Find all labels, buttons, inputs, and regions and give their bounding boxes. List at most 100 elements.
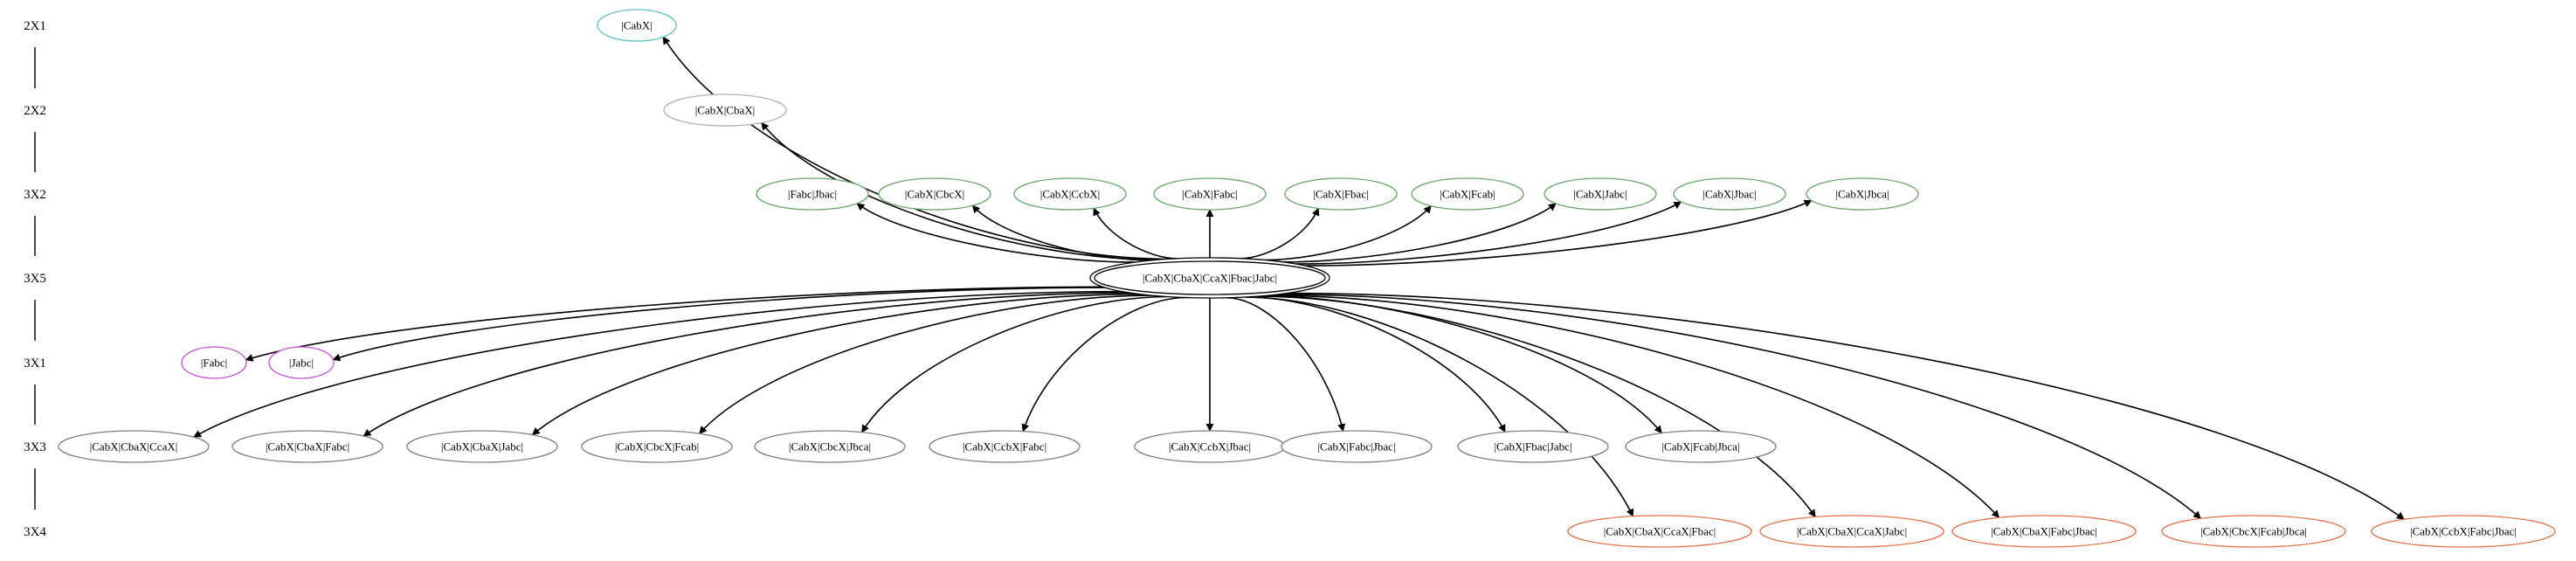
node-3x4[interactable]: |CabX|CbcX|Fcab|Jbca|: [2161, 515, 2346, 548]
node-label: |CabX|Fabc|: [1182, 188, 1237, 201]
node-ellipse: [754, 430, 906, 463]
node-ellipse: [2371, 515, 2556, 548]
node-label: |CabX|Jabc|: [1573, 188, 1626, 201]
node-ellipse: [1013, 177, 1127, 211]
rank-label: 3X4: [24, 525, 46, 539]
node-3x1[interactable]: |Fabc|: [181, 346, 247, 379]
node-ellipse: [1673, 177, 1786, 211]
node-3x3[interactable]: |CabX|CbaX|CcaX|: [58, 430, 210, 463]
node-3x3[interactable]: |CabX|CbcX|Fcab|: [581, 430, 733, 463]
edge-arrow: [1286, 292, 2405, 520]
node-3x3[interactable]: |CabX|CbaX|Fabc|: [231, 430, 383, 463]
edge-arrow: [971, 204, 1153, 261]
node-3x3[interactable]: |CabX|CcbX|Jbac|: [1134, 430, 1286, 463]
edge-arrow: [1226, 297, 1346, 433]
node-3x4[interactable]: |CabX|CbaX|Fabc|Jbac|: [1951, 515, 2137, 548]
node-3x2[interactable]: |CabX|CbcX|: [878, 177, 991, 211]
edge-arrow: [1240, 207, 1320, 260]
node-layer: |CabX| |CabX|CbaX| |Fabc|Jbac| |CabX|CbcX| |…: [58, 9, 2556, 548]
node-ellipse: [1759, 515, 1944, 548]
node-3x2[interactable]: |CabX|Fcab|: [1411, 177, 1524, 211]
edge-arrow: [1021, 296, 1186, 433]
node-label: |Jabc|: [289, 357, 314, 370]
node-ellipse: [597, 9, 677, 42]
node-label: |CabX|CbaX|CcaX|Jabc|: [1797, 525, 1907, 538]
node-3x2[interactable]: |CabX|Jbca|: [1806, 177, 1919, 211]
edge-arrow: [861, 295, 1168, 433]
node-ellipse: [1153, 177, 1267, 211]
node-ellipse: [1951, 515, 2137, 548]
node-3x4[interactable]: |CabX|CbaX|CcaX|Jabc|: [1759, 515, 1944, 548]
node-3x3[interactable]: |CabX|CcbX|Fabc|: [929, 430, 1081, 463]
node-3x2[interactable]: |CabX|Fbac|: [1284, 177, 1398, 211]
node-3x3[interactable]: |CabX|CbcX|Jbca|: [754, 430, 906, 463]
edge-arrow: [1283, 203, 1557, 263]
edge-arrow: [1304, 199, 1813, 267]
rank-label: 2X2: [24, 104, 46, 118]
node-ellipse: [1544, 177, 1657, 211]
node-3x2[interactable]: |CabX|Fabc|: [1153, 177, 1267, 211]
node-3x2[interactable]: |CabX|Jabc|: [1544, 177, 1657, 211]
edge-arrow: [1262, 294, 1662, 434]
node-ellipse: [1284, 177, 1398, 211]
edge-arrow: [1093, 207, 1178, 260]
node-label: |CabX|Fabc|Jbac|: [1317, 440, 1395, 454]
edge-arrow: [1277, 294, 2202, 519]
node-label: |CabX|Jbca|: [1835, 188, 1889, 201]
node-label: |CabX|Jbac|: [1702, 188, 1756, 201]
node-label: |CabX|CcbX|Fabc|Jbac|: [2410, 525, 2517, 538]
node-label: |CabX|CbaX|: [695, 104, 755, 117]
edge-arrow: [856, 203, 1136, 263]
rank-label: 3X2: [24, 188, 46, 202]
node-label: |CabX|CbcX|Fcab|: [615, 440, 699, 454]
node-ellipse: [181, 346, 247, 379]
node-3x2[interactable]: |Fabc|Jbac|: [756, 177, 869, 211]
node-3x3[interactable]: |CabX|Fbac|Jabc|: [1457, 430, 1609, 463]
node-label: |CabX|: [621, 19, 653, 32]
node-label: |CabX|CbaX|CcaX|Fbac|: [1604, 525, 1716, 538]
node-ellipse: [1281, 430, 1433, 463]
node-ellipse: [231, 430, 383, 463]
node-ellipse: [406, 430, 558, 463]
node-ellipse: [581, 430, 733, 463]
edge-arrow: [1295, 201, 1682, 265]
node-ellipse: [1411, 177, 1524, 211]
node-3x1[interactable]: |Jabc|: [268, 346, 335, 379]
node-label: |CabX|Fcab|: [1440, 188, 1495, 201]
node-label: |CabX|CbaX|Jabc|: [441, 440, 523, 454]
node-3x2[interactable]: |CabX|Jbac|: [1673, 177, 1786, 211]
edge-arrow: [363, 292, 1130, 437]
node-3x3[interactable]: |CabX|Fcab|Jbca|: [1625, 430, 1777, 463]
node-3x3[interactable]: |CabX|Fabc|Jbac|: [1281, 430, 1433, 463]
node-label: |CabX|CcbX|: [1040, 188, 1100, 201]
node-label: |CabX|CbcX|Jbca|: [789, 440, 871, 454]
center-node[interactable]: |CabX|CbaX|CcaX|Fbac|Jabc|: [1089, 257, 1330, 299]
rank-label: 2X1: [24, 19, 46, 33]
edge-arrow: [699, 294, 1153, 434]
node-ellipse: [1457, 430, 1609, 463]
node-2x1[interactable]: |CabX|: [597, 9, 677, 42]
rank-label: 3X3: [24, 440, 46, 454]
node-label: |Fabc|Jbac|: [788, 188, 837, 201]
node-ellipse: [1806, 177, 1919, 211]
center-label: |CabX|CbaX|CcaX|Fbac|Jabc|: [1143, 272, 1277, 285]
node-3x4[interactable]: |CabX|CbaX|CcaX|Fbac|: [1567, 515, 1752, 548]
edge-arrow: [1267, 294, 2000, 518]
node-ellipse: [756, 177, 869, 211]
node-label: |CabX|CcbX|Fabc|: [963, 440, 1046, 454]
node-3x2[interactable]: |CabX|CcbX|: [1013, 177, 1127, 211]
node-2x2[interactable]: |CabX|CbaX|: [663, 94, 787, 127]
node-label: |Fabc|: [201, 357, 227, 370]
node-3x3[interactable]: |CabX|CbaX|Jabc|: [406, 430, 558, 463]
edge-arrow: [662, 36, 1168, 260]
node-3x4[interactable]: |CabX|CcbX|Fabc|Jbac|: [2371, 515, 2556, 548]
node-ellipse: [878, 177, 991, 211]
node-label: |CabX|CbaX|Fabc|: [266, 440, 349, 454]
edge-layer: [193, 36, 2405, 520]
node-label: |CabX|Fbac|Jabc|: [1494, 440, 1571, 454]
edge-arrow: [1244, 296, 1634, 517]
node-label: |CabX|CbaX|Fabc|Jbac|: [1991, 525, 2097, 538]
edge-arrow: [245, 286, 1104, 362]
